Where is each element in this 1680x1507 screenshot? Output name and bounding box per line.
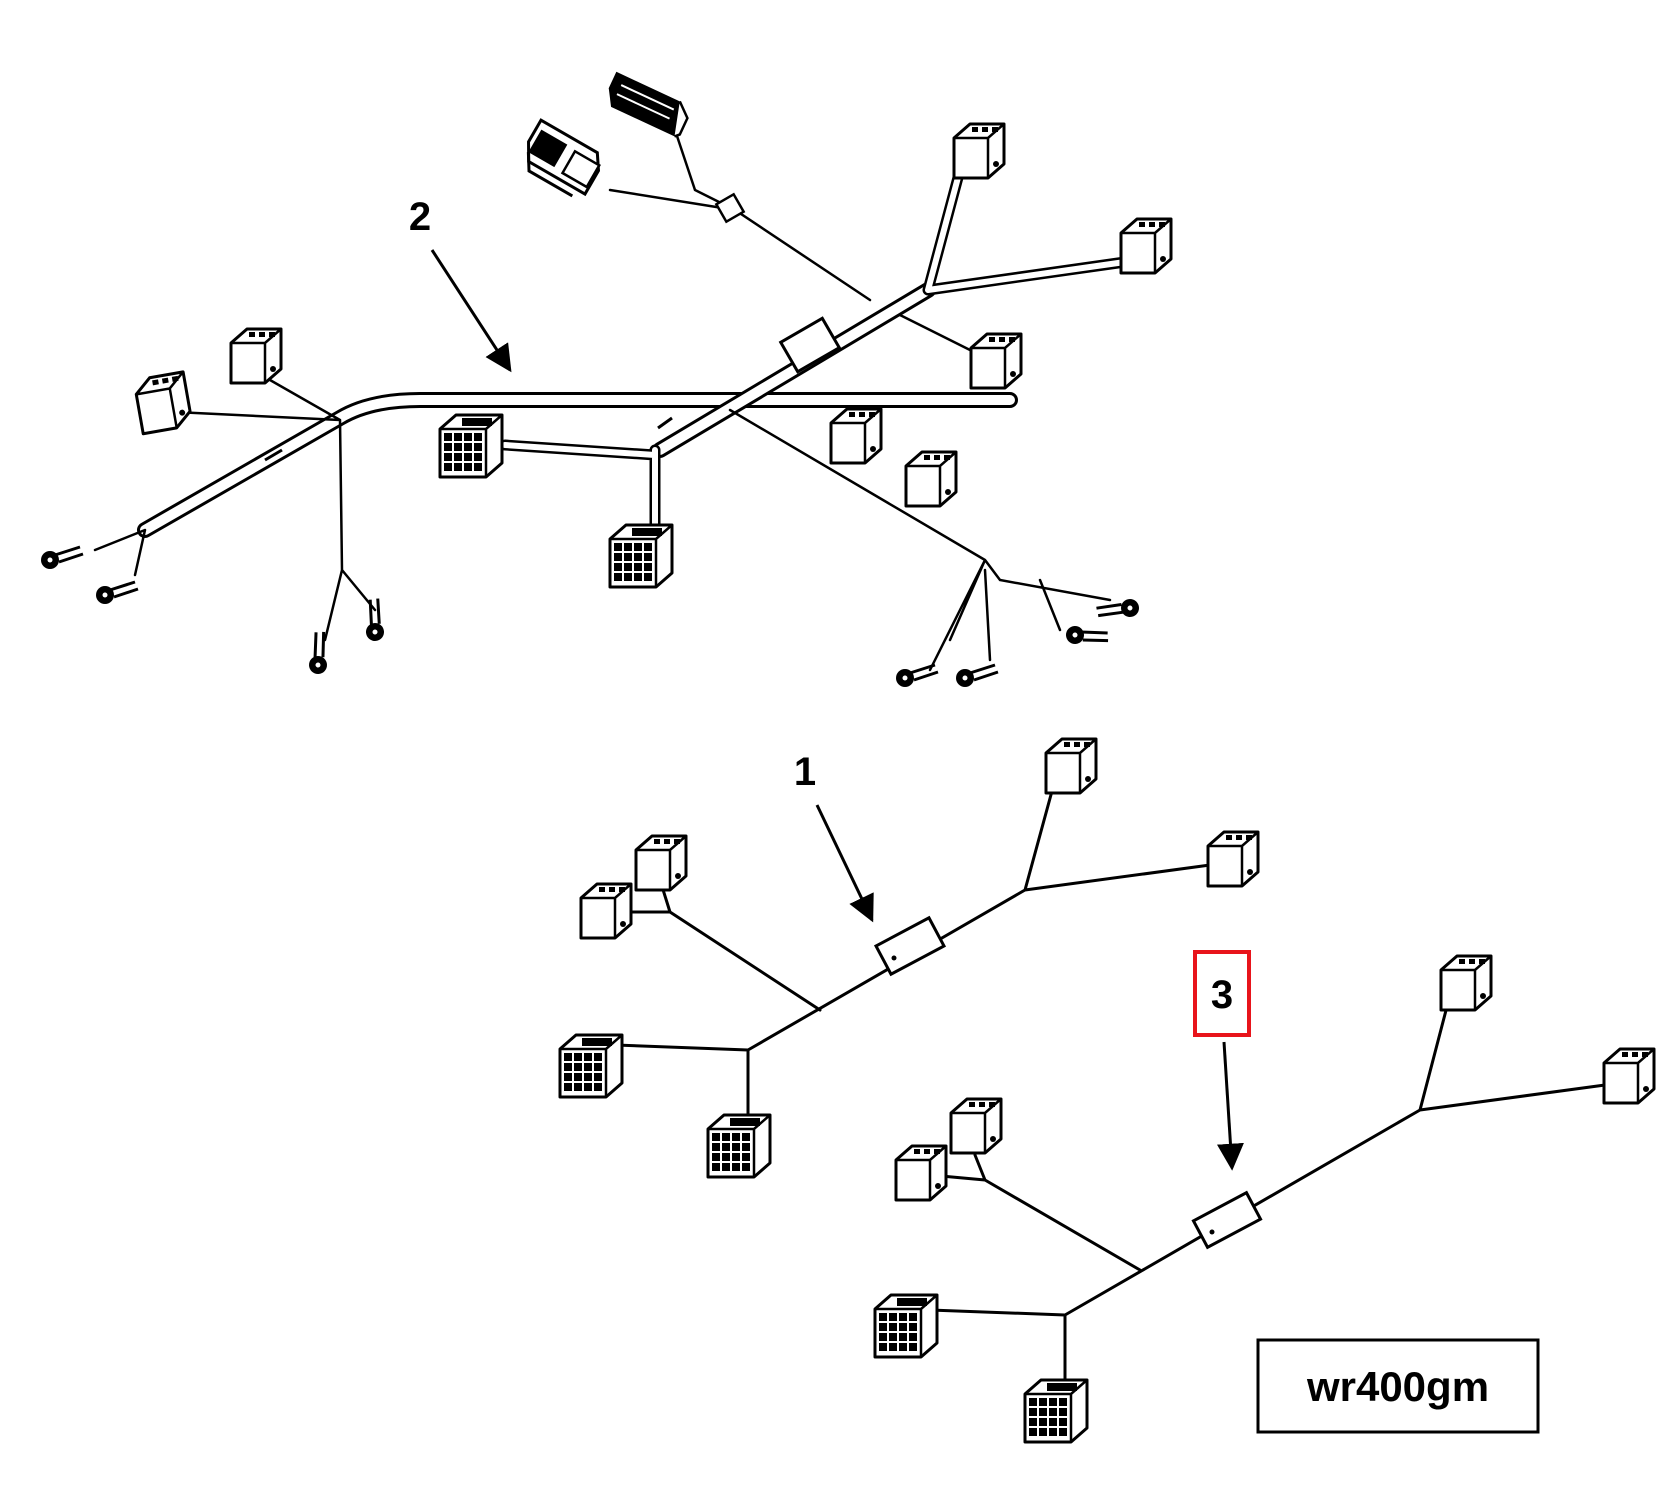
callout-3: 3 — [1193, 950, 1251, 1171]
callout-1: 1 — [794, 750, 874, 923]
callout-3-highlight-box — [1193, 950, 1251, 1037]
figure-code-box: wr400gm — [1256, 1338, 1540, 1434]
main-harness — [39, 71, 1173, 689]
sub-harness-1 — [558, 737, 1260, 1179]
callout-1-label: 1 — [794, 750, 816, 794]
callout-2: 2 — [409, 195, 512, 373]
sub-harness-3 — [873, 954, 1656, 1444]
figure-code-label: wr400gm — [1306, 1363, 1489, 1410]
callout-3-label: 3 — [1211, 973, 1233, 1017]
callout-2-label: 2 — [409, 195, 431, 239]
